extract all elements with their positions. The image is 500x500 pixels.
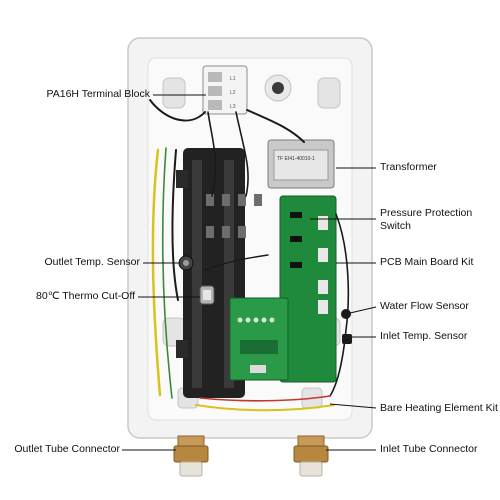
callout-outlet-temp-sensor: Outlet Temp. Sensor: [44, 256, 140, 268]
callout-pcb-main-board: PCB Main Board Kit: [380, 256, 474, 268]
terminal-mark-l3: L3: [230, 104, 236, 110]
callout-thermo-cutoff: 80℃ Thermo Cut-Off: [36, 290, 135, 302]
leader-lines: [122, 94, 377, 451]
callout-pressure-switch: Pressure Protection Switch: [380, 207, 473, 232]
callout-outlet-tube-connector: Outlet Tube Connector: [14, 443, 120, 455]
callout-inlet-tube-connector: Inlet Tube Connector: [380, 443, 478, 455]
water-flow-sensor-part: [341, 309, 351, 319]
callout-inlet-temp-sensor: Inlet Temp. Sensor: [380, 330, 468, 342]
transformer-model-text: TF EI41-40010-1: [277, 156, 315, 162]
cable-grommet: [264, 74, 292, 102]
callout-heating-element: Bare Heating Element Kit: [380, 402, 498, 414]
terminal-mark-l2: L2: [230, 90, 236, 96]
terminal-mark-l1: L1: [230, 76, 236, 82]
inlet-temp-sensor-part: [342, 334, 352, 344]
outlet-temp-sensor-part: [178, 255, 194, 271]
transformer: [267, 139, 335, 189]
secondary-pcb: [229, 297, 289, 381]
callout-water-flow-sensor: Water Flow Sensor: [380, 300, 469, 312]
callout-transformer: Transformer: [380, 161, 437, 173]
terminal-block: [202, 65, 248, 115]
inlet-tube-connector-part: [293, 435, 329, 477]
outlet-tube-connector-part: [173, 435, 209, 477]
pcb-main-board: [279, 195, 337, 383]
callout-terminal-block: PA16H Terminal Block: [46, 88, 151, 100]
pressure-switch-contacts: [206, 194, 262, 238]
thermo-cutoff-part: [199, 285, 215, 305]
wiring: [149, 99, 350, 412]
